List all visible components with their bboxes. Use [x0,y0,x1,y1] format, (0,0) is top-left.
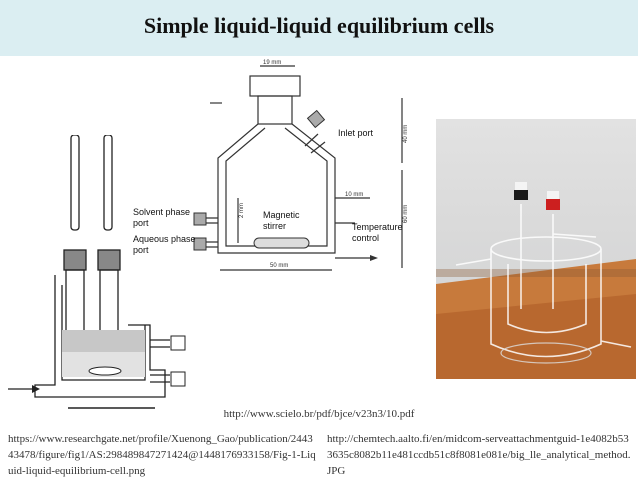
cell-photo [436,119,636,379]
dim-top: 19 mm [263,60,281,66]
label-aqueous-phase-2: port [133,245,149,255]
label-inlet-port: Inlet port [338,128,374,138]
cell-diagram-left [8,135,186,409]
label-magnetic-1: Magnetic [263,210,300,220]
label-magnetic-2: stirrer [263,221,286,231]
label-temperature-1: Temperature [352,222,403,232]
dim-right-upper: 40 mm [403,125,409,143]
title-bar [0,0,638,56]
label-aqueous-phase-1: Aqueous phase [133,234,196,244]
label-solvent-phase-2: port [133,218,149,228]
caption-left: https://www.researchgate.net/profile/Xue… [8,433,316,477]
caption-right: http://chemtech.aalto.fi/en/midcom-serve… [327,433,631,477]
caption-center: http://www.scielo.br/pdf/bjce/v23n3/10.p… [223,408,415,420]
dim-bottom: 50 mm [270,263,288,269]
label-solvent-phase-1: Solvent phase [133,207,190,217]
label-temperature-2: control [352,233,379,243]
dim-inner: 10 mm [345,192,363,198]
dim-small: 2 mm [239,203,245,218]
slide-title: Simple liquid-liquid equilibrium cells [143,13,495,38]
cell-schematic: 19 mm 40 mm 60 mm 10 mm 2 mm 50 mm Inlet… [133,60,409,271]
dim-right-lower: 60 mm [403,205,409,223]
